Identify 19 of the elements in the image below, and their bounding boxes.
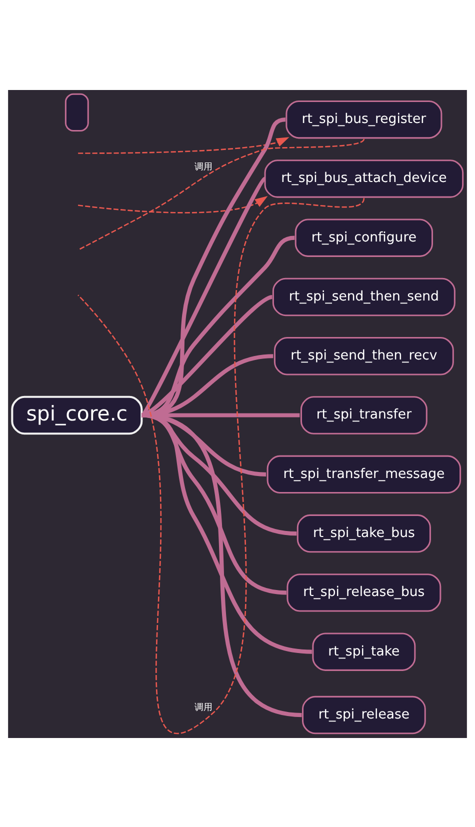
node-box: rt_spi_send_then_send [272,277,456,316]
edge-label: 调用 [194,161,212,172]
node-box: rt_spi_bus_register [286,100,442,138]
arrow [78,195,268,213]
arrow [78,136,290,154]
node-box: rt_spi_transfer [300,396,428,434]
node-box: spi_core.c [11,395,143,434]
node-box: rt_spi_take_bus [296,514,431,552]
node-box: rt_spi_release [302,695,426,734]
node-box: rt_spi_release_bus [286,573,442,612]
connector [78,197,364,733]
node-box: rt_spi_configure [294,218,434,256]
node-box: rt_spi_transfer_message [266,454,462,494]
node-box: rt_spi_send_then_recv [274,336,454,375]
connector [78,138,364,250]
node-box: rt_spi_bus_attach_device [264,159,464,198]
node-box [64,92,89,132]
edge-label: 调用 [194,702,212,713]
node-box: rt_spi_take [312,632,416,670]
